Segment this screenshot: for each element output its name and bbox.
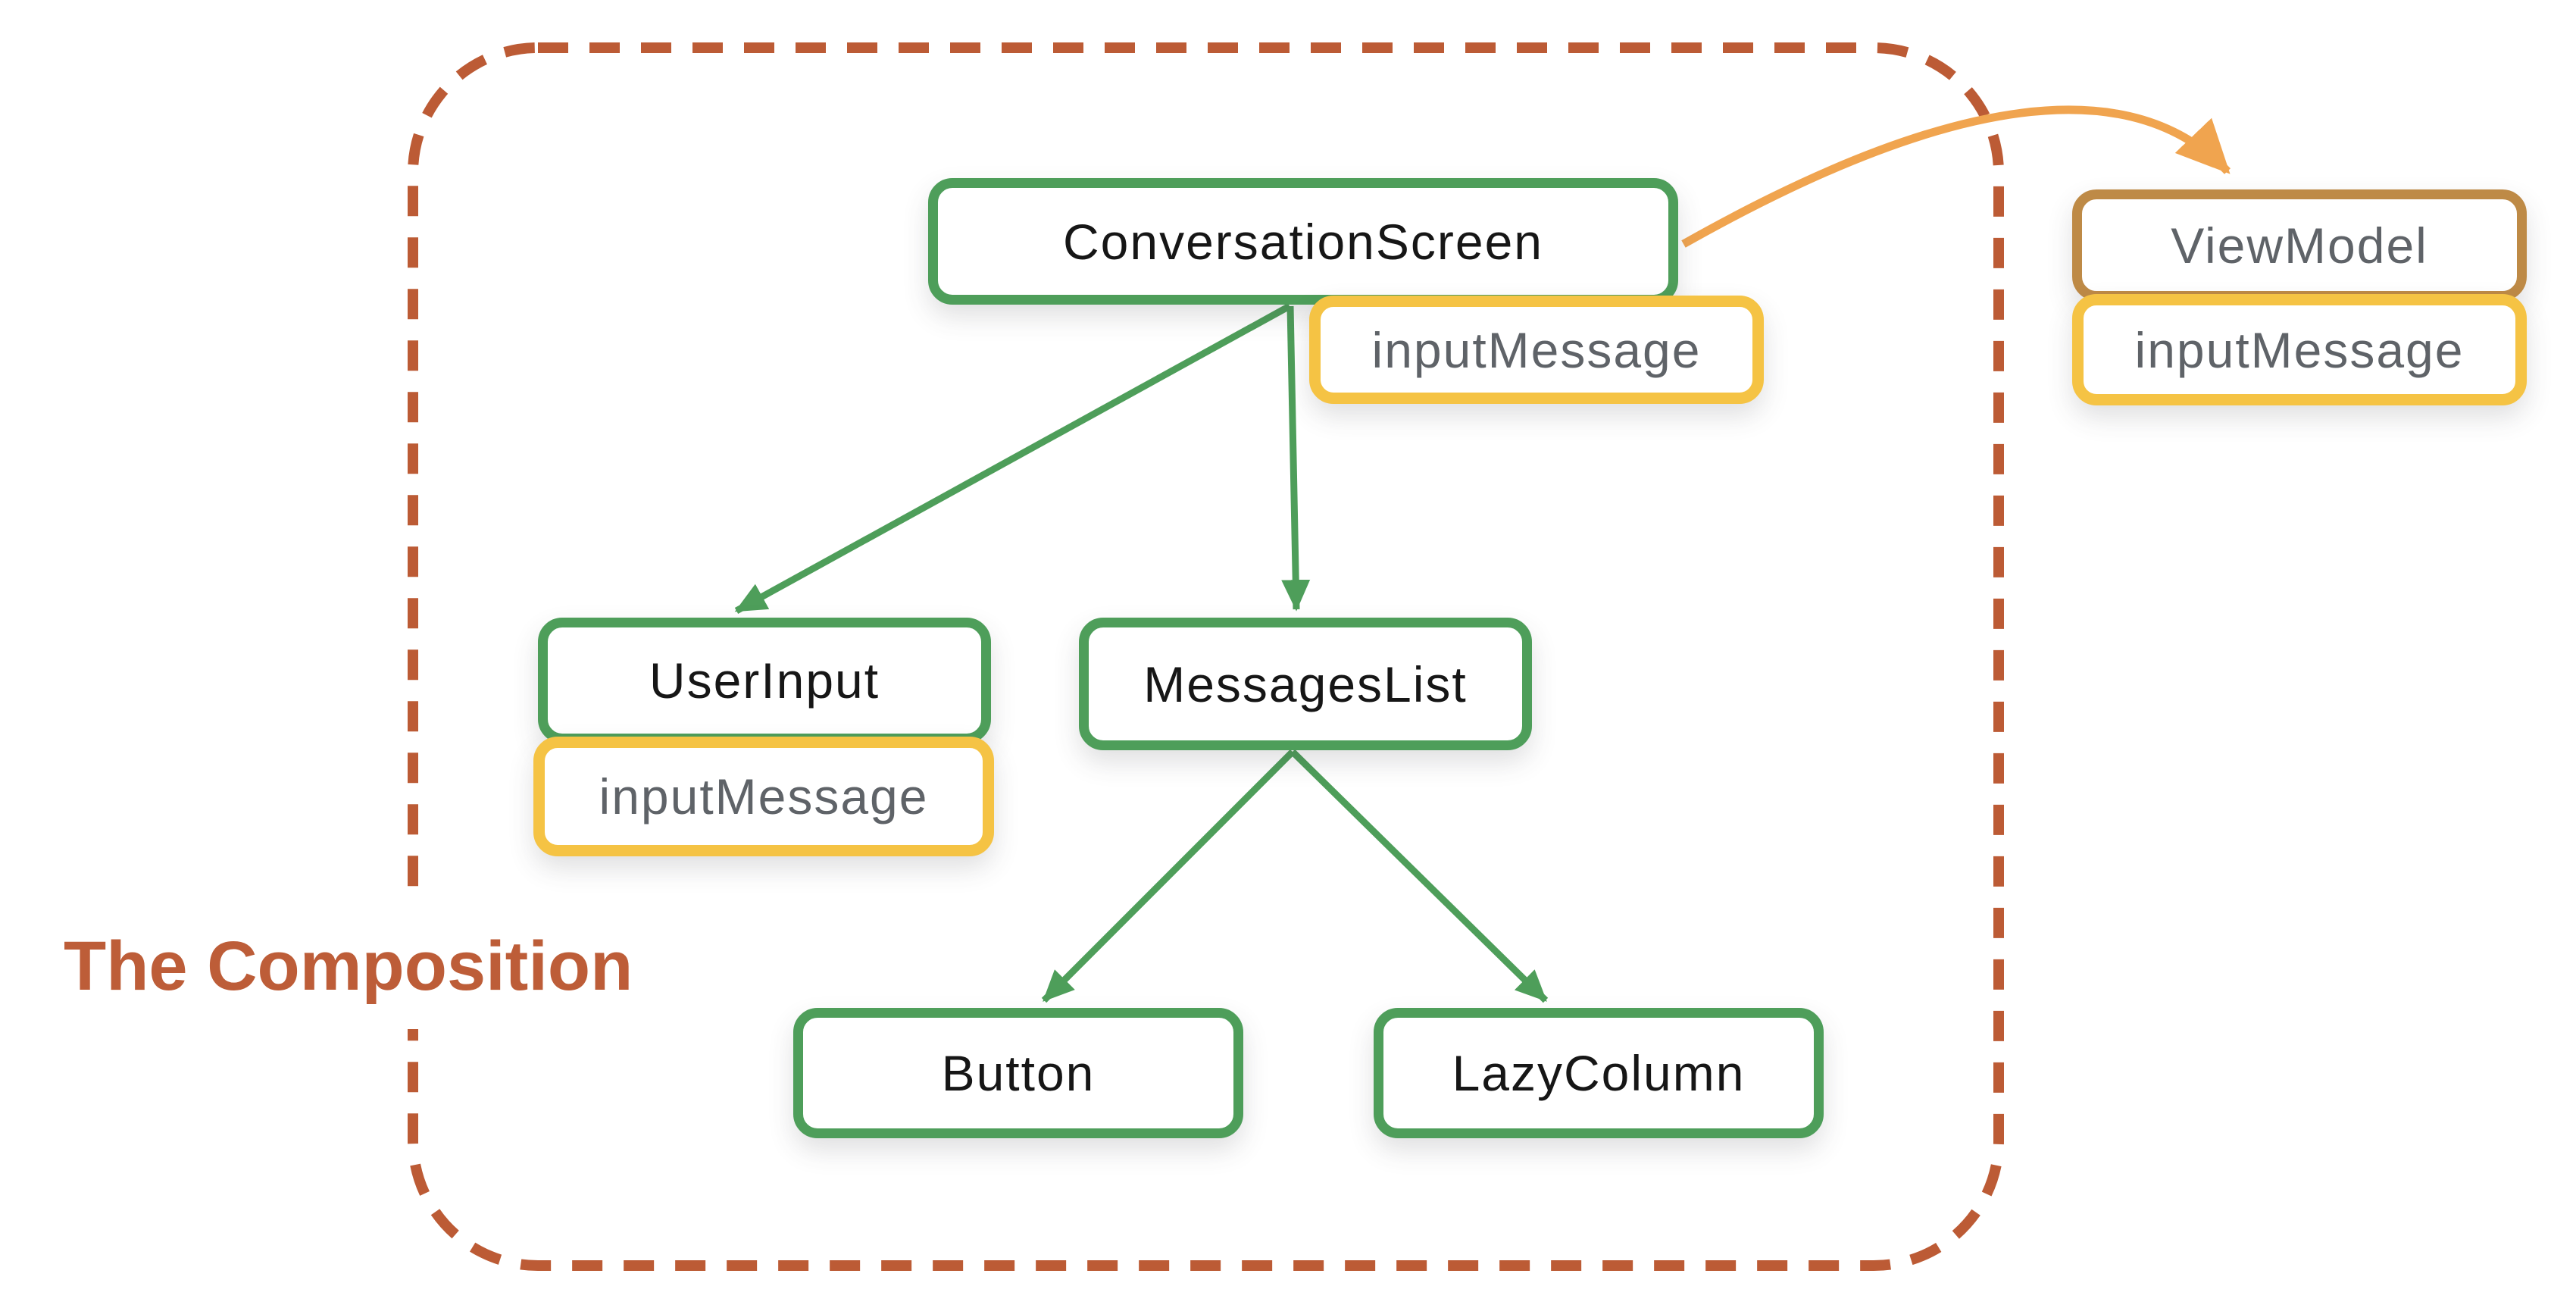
node-user-input-state-label: inputMessage <box>599 768 929 825</box>
edge-messageslist-lazycolumn <box>1290 749 1549 1003</box>
node-lazy-column: LazyColumn <box>1374 1008 1824 1138</box>
node-user-input-state: inputMessage <box>533 737 994 856</box>
composition-boundary-dashed-border <box>408 42 2004 1271</box>
node-lazy-column-label: LazyColumn <box>1452 1045 1746 1101</box>
node-conversation-screen-state: inputMessage <box>1309 296 1764 404</box>
node-view-model-label: ViewModel <box>2171 217 2428 274</box>
node-conversation-screen: ConversationScreen <box>928 178 1678 305</box>
node-user-input-label: UserInput <box>649 652 880 709</box>
node-user-input: UserInput <box>538 618 991 743</box>
node-button-label: Button <box>941 1045 1096 1101</box>
node-messages-list: MessagesList <box>1079 618 1532 750</box>
edge-messageslist-button <box>1041 749 1296 1003</box>
node-messages-list-label: MessagesList <box>1143 656 1468 712</box>
node-conversation-screen-label: ConversationScreen <box>1063 213 1543 270</box>
node-view-model: ViewModel <box>2072 189 2527 301</box>
composition-region-title: The Composition <box>30 904 667 1029</box>
edge-conversationscreen-userinput <box>734 303 1292 614</box>
node-button: Button <box>793 1008 1243 1138</box>
node-view-model-state-label: inputMessage <box>2134 321 2465 378</box>
edge-conversationscreen-messageslist <box>1281 305 1311 612</box>
node-conversation-screen-state-label: inputMessage <box>1371 321 1702 378</box>
node-view-model-state: inputMessage <box>2072 294 2527 405</box>
edge-conversationscreen-viewmodel <box>1681 105 2231 248</box>
